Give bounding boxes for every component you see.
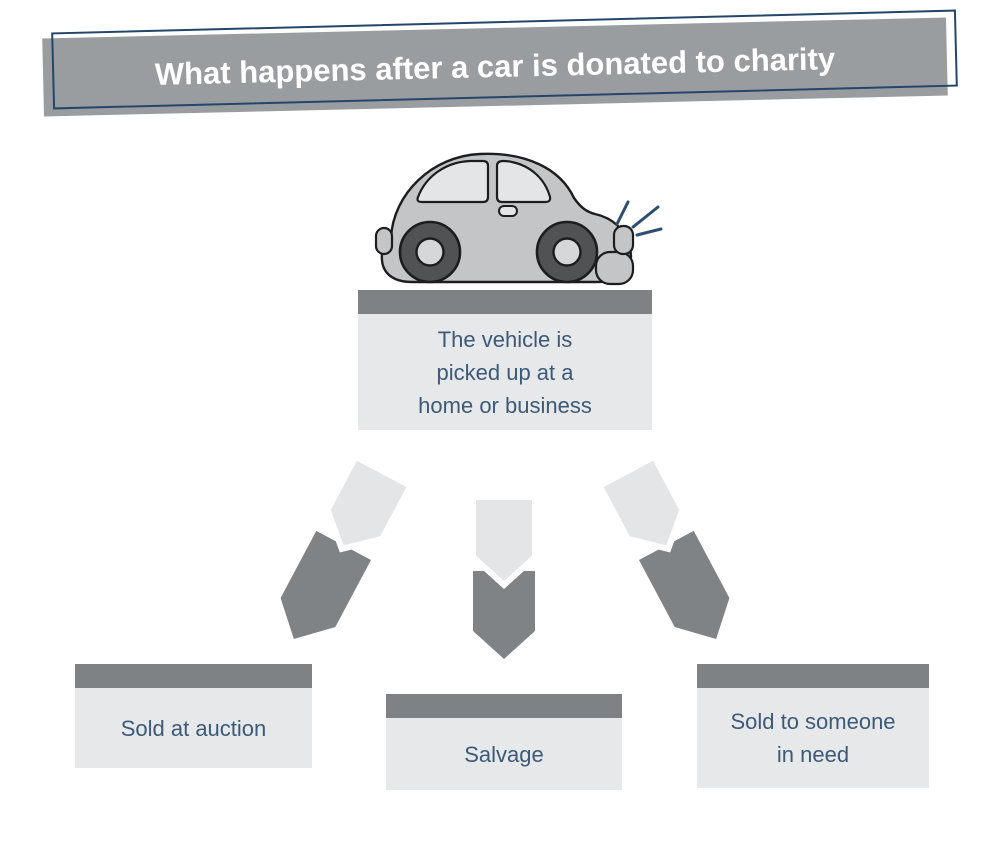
arrow-down-right-icon [595,452,730,639]
rear-bumper-icon [374,226,394,256]
outcome-salvage-label: Salvage [464,741,544,767]
beep-lines-icon [615,200,663,237]
arrow-down-left-icon [280,452,415,639]
door-handle-icon [498,205,518,217]
outcome-salvage-header-bar [386,694,622,718]
outcome-need-header-bar [697,664,929,688]
outcome-box-auction: Sold at auction [75,664,312,768]
arrow-down-icon [470,494,538,659]
headlight-icon [612,224,635,256]
outcome-auction-header-bar [75,664,312,688]
outcome-need-label: Sold to someone in need [730,709,896,767]
front-bumper-icon [594,250,635,286]
outcome-box-someone-in-need: Sold to someone in need [697,664,929,788]
source-step-label: The vehicle is picked up at a home or bu… [418,326,592,418]
rear-wheel-hub [415,237,445,267]
car-icon [374,152,663,286]
front-window [495,159,552,204]
outcome-auction-label: Sold at auction [120,715,267,741]
front-wheel-hub [552,237,582,267]
outcome-box-salvage: Salvage [386,694,622,790]
source-step-box: The vehicle is picked up at a home or bu… [358,290,652,430]
source-step-header-bar [358,290,652,314]
rear-window [416,159,490,204]
